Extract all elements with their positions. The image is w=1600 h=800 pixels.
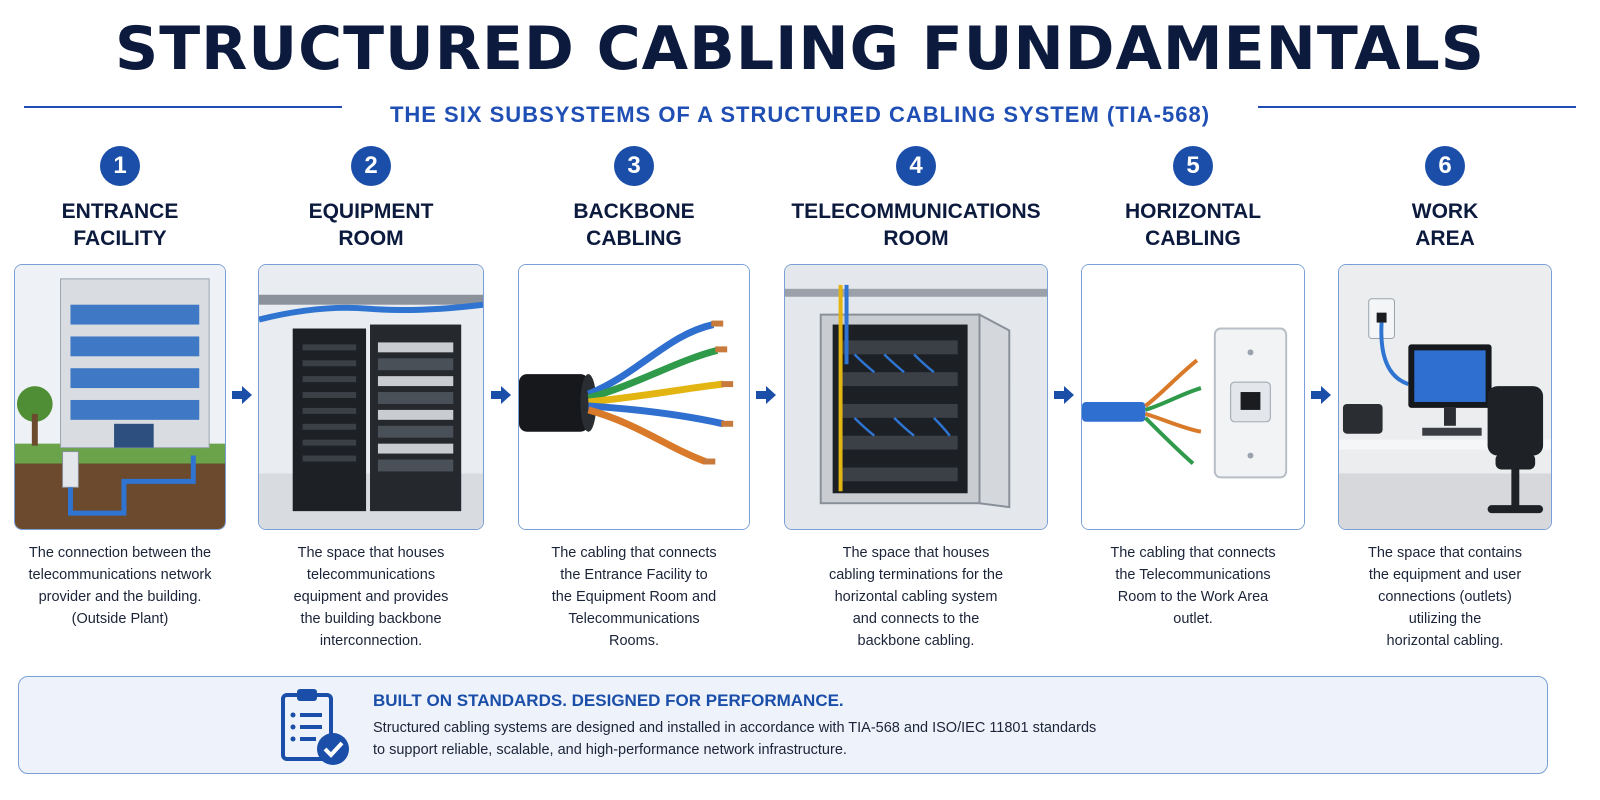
step-title: WORK AREA bbox=[1411, 200, 1479, 250]
card-horizontal-cabling bbox=[1081, 264, 1305, 530]
card-work-area bbox=[1338, 264, 1552, 530]
step-description: The cabling that connects the Entrance F… bbox=[551, 545, 717, 649]
multi-pair-cable-illustration bbox=[519, 265, 749, 529]
step-equipment-room: 2 EQUIPMENT ROOM bbox=[258, 146, 484, 252]
step-number-badge: 5 bbox=[1173, 146, 1213, 186]
step-backbone-cabling: 3 BACKBONE CABLING bbox=[518, 146, 750, 252]
page-subtitle: THE SIX SUBSYSTEMS OF A STRUCTURED CABLI… bbox=[389, 102, 1211, 127]
subtitle-rule-left bbox=[24, 106, 342, 108]
page-title: STRUCTURED CABLING FUNDAMENTALS bbox=[115, 14, 1485, 84]
cable-outlet-illustration bbox=[1082, 265, 1304, 529]
step-description: The space that houses telecommunications… bbox=[293, 545, 449, 649]
server-rack-illustration bbox=[259, 265, 483, 529]
clipboard-check-icon bbox=[281, 689, 349, 765]
step-description: The space that contains the equipment an… bbox=[1368, 545, 1522, 649]
subtitle-rule-right bbox=[1258, 106, 1576, 108]
step-title: ENTRANCE FACILITY bbox=[61, 200, 179, 250]
patch-cabinet-illustration bbox=[785, 265, 1047, 529]
arrow-right-icon bbox=[491, 386, 511, 404]
step-horizontal-cabling: 5 HORIZONTAL CABLING bbox=[1081, 146, 1305, 252]
card-equipment-room bbox=[258, 264, 484, 530]
step-description: The cabling that connects the Telecommun… bbox=[1110, 545, 1276, 627]
card-entrance-facility bbox=[14, 264, 226, 530]
card-telecommunications-room bbox=[784, 264, 1048, 530]
banner-heading: BUILT ON STANDARDS. DESIGNED FOR PERFORM… bbox=[373, 691, 844, 710]
arrow-right-icon bbox=[232, 386, 252, 404]
building-illustration bbox=[15, 265, 225, 529]
step-telecommunications-room: 4 TELECOMMUNICATIONS ROOM bbox=[784, 146, 1048, 252]
workstation-illustration bbox=[1339, 265, 1551, 529]
step-title: BACKBONE CABLING bbox=[573, 200, 695, 250]
arrow-right-icon bbox=[756, 386, 776, 404]
step-entrance-facility: 1 ENTRANCE FACILITY bbox=[14, 146, 226, 252]
arrow-right-icon bbox=[1054, 386, 1074, 404]
step-number-badge: 2 bbox=[351, 146, 391, 186]
arrow-right-icon bbox=[1311, 386, 1331, 404]
step-number-badge: 3 bbox=[614, 146, 654, 186]
step-title: TELECOMMUNICATIONS ROOM bbox=[791, 200, 1041, 250]
step-number-badge: 1 bbox=[100, 146, 140, 186]
card-backbone-cabling bbox=[518, 264, 750, 530]
subtitle-row: THE SIX SUBSYSTEMS OF A STRUCTURED CABLI… bbox=[24, 100, 1576, 134]
step-number-badge: 4 bbox=[896, 146, 936, 186]
banner-text: Structured cabling systems are designed … bbox=[373, 720, 1097, 758]
step-title: EQUIPMENT ROOM bbox=[308, 200, 434, 250]
step-description: The space that houses cabling terminatio… bbox=[828, 545, 1004, 649]
standards-banner: BUILT ON STANDARDS. DESIGNED FOR PERFORM… bbox=[18, 676, 1548, 774]
step-number-badge: 6 bbox=[1425, 146, 1465, 186]
step-work-area: 6 WORK AREA bbox=[1338, 146, 1552, 252]
step-description: The connection between the telecommunica… bbox=[28, 545, 212, 627]
step-title: HORIZONTAL CABLING bbox=[1124, 200, 1262, 250]
